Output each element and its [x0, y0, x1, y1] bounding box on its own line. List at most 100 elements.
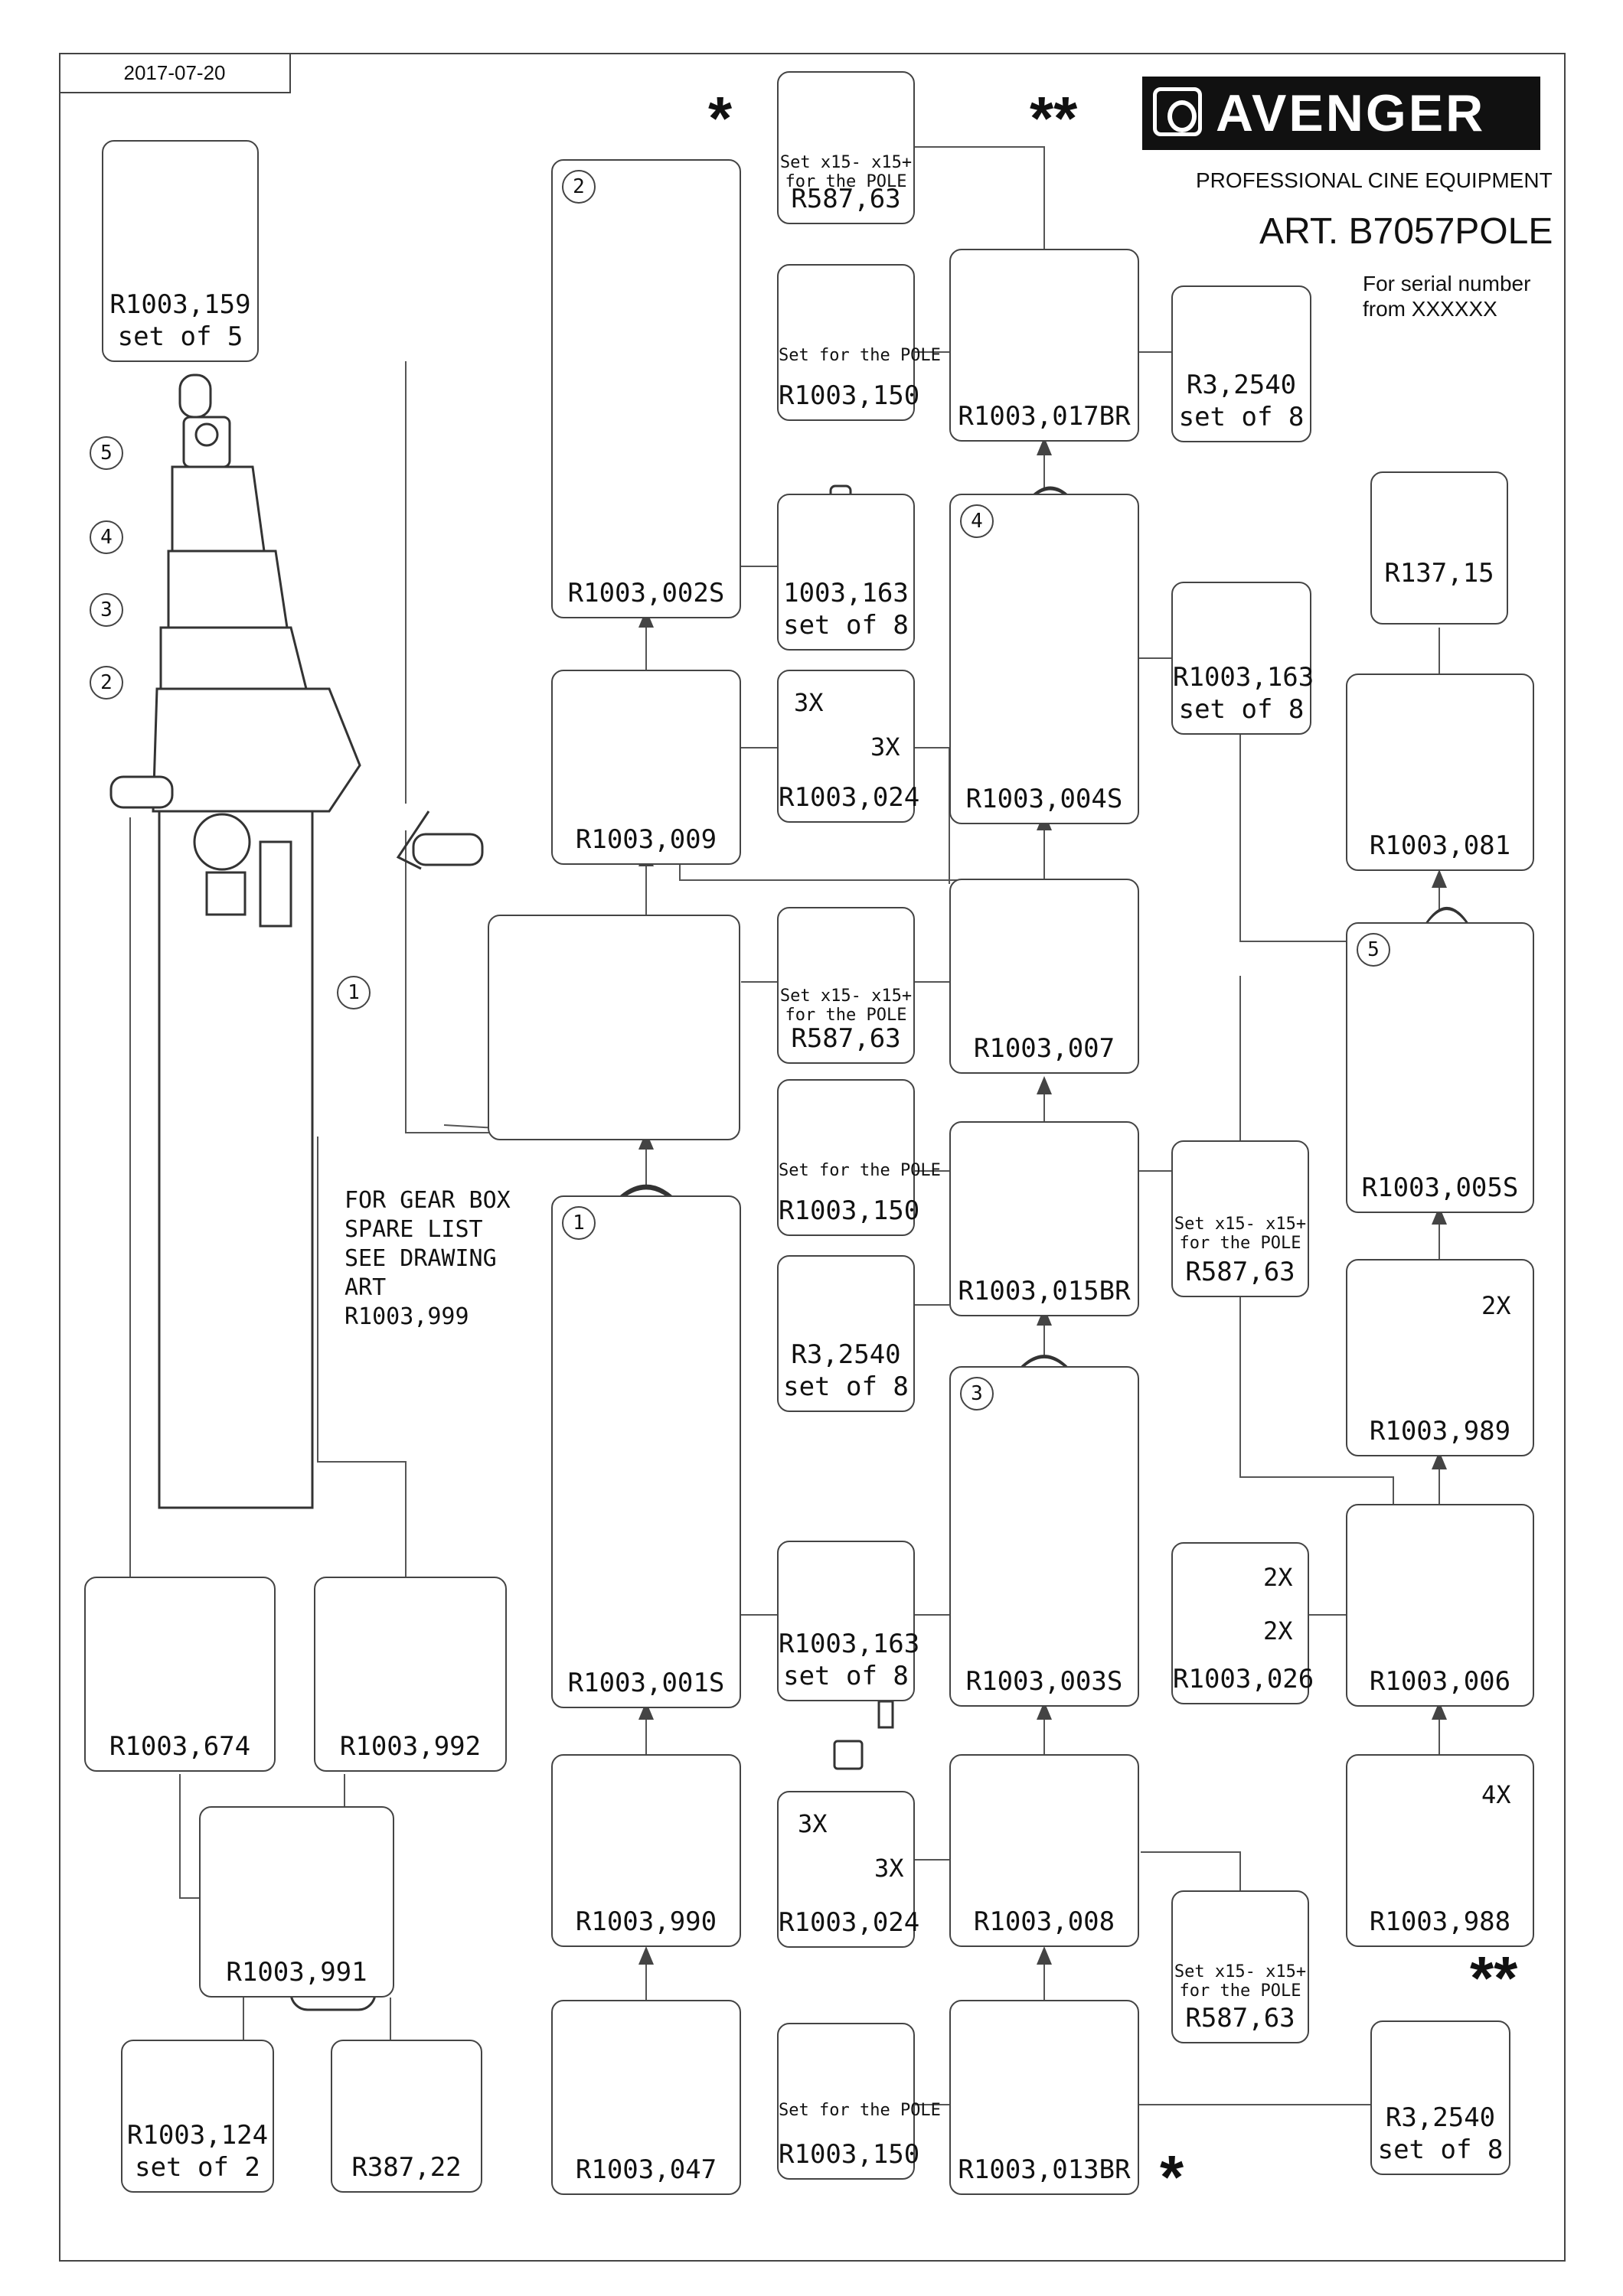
- part-code: R1003,992: [339, 1731, 482, 1762]
- brand-subtitle: PROFESSIONAL CINE EQUIPMENT: [1196, 168, 1553, 192]
- part-r1003-992[interactable]: R1003,992: [314, 1577, 507, 1772]
- part-code: R1003,163: [779, 1629, 920, 1659]
- part-for-note: for the POLE: [785, 1006, 907, 1025]
- part-r3-2540-mid[interactable]: R3,2540 set of 8: [777, 1255, 915, 1412]
- star-marker-bottom: *: [1160, 2143, 1184, 2211]
- avenger-logo-icon: [1153, 87, 1202, 136]
- part-code: R1003,008: [973, 1906, 1115, 1937]
- part-code: R3,2540: [791, 1339, 901, 1370]
- gearbox-note-line4: ART R1003,999: [345, 1274, 469, 1330]
- part-quantity: set of 2: [135, 2152, 260, 2183]
- part-r1003-150-low[interactable]: Set for the POLE R1003,150: [777, 2023, 941, 2180]
- part-r1003-003s[interactable]: 3 R1003,003S: [949, 1366, 1139, 1707]
- part-r387-22[interactable]: R387,22: [331, 2040, 482, 2193]
- part-code: R1003,007: [973, 1033, 1115, 1064]
- part-r1003-991[interactable]: R1003,991: [199, 1806, 394, 1998]
- part-r1003-674[interactable]: R1003,674: [84, 1577, 276, 1772]
- multiplier-a: 3X: [798, 1809, 828, 1838]
- part-code: R1003,015BR: [958, 1276, 1131, 1306]
- part-code: R587,63: [791, 1023, 901, 1054]
- part-quantity: set of 5: [117, 321, 243, 352]
- part-r1003-004s[interactable]: 4 R1003,004S: [949, 494, 1139, 824]
- multiplier-a: 2X: [1263, 1563, 1293, 1592]
- part-code: R1003,163: [1173, 662, 1314, 693]
- part-r1003-026[interactable]: 2X 2X R1003,026: [1171, 1542, 1314, 1704]
- part-code: R587,63: [1185, 1257, 1295, 1287]
- part-r3-2540-top[interactable]: R3,2540 set of 8: [1171, 285, 1311, 442]
- part-quantity: set of 8: [1377, 2135, 1504, 2165]
- part-code: R1003,124: [126, 2120, 269, 2151]
- section-number: 4: [960, 504, 994, 538]
- part-quantity: set of 8: [783, 610, 909, 641]
- part-code: R3,2540: [1186, 370, 1297, 400]
- part-gearbox[interactable]: [488, 915, 740, 1140]
- multiplier-a: 4X: [1481, 1780, 1511, 1809]
- part-code: R387,22: [351, 2152, 462, 2183]
- part-code: R3,2540: [1385, 2102, 1496, 2133]
- article-number: ART. B7057POLE: [1259, 211, 1553, 252]
- part-code: R1003,150: [779, 2139, 920, 2170]
- part-r587-63-mid[interactable]: Set x15- x15+ for the POLE R587,63: [777, 907, 915, 1064]
- section-number: 1: [562, 1206, 596, 1240]
- part-code: R1003,150: [779, 1195, 920, 1226]
- part-set-note: Set x15- x15+: [1174, 1962, 1307, 1981]
- part-r1003-990[interactable]: R1003,990: [551, 1754, 741, 1947]
- part-r1003-015br[interactable]: R1003,015BR: [949, 1121, 1139, 1316]
- part-set-note: Set x15- x15+: [779, 153, 913, 172]
- part-code: R1003,047: [575, 2154, 717, 2185]
- part-r587-63-low[interactable]: Set x15- x15+ for the POLE R587,63: [1171, 1890, 1309, 2043]
- brand-name: AVENGER: [1216, 84, 1486, 142]
- multiplier-b: 3X: [874, 1854, 904, 1883]
- part-r3-2540-low[interactable]: R3,2540 set of 8: [1370, 2020, 1510, 2175]
- part-r1003-008[interactable]: R1003,008: [949, 1754, 1139, 1947]
- section-number: 2: [562, 170, 596, 204]
- part-r1003-047[interactable]: R1003,047: [551, 2000, 741, 2195]
- part-code: R1003,159: [109, 289, 251, 320]
- part-r1003-017br[interactable]: R1003,017BR: [949, 249, 1139, 442]
- part-r1003-163-mid[interactable]: R1003,163 set of 8: [1171, 582, 1314, 735]
- part-r1003-150-top[interactable]: Set for the POLE R1003,150: [777, 264, 941, 421]
- section-number: 5: [1357, 933, 1390, 967]
- part-code: R1003,024: [779, 782, 920, 813]
- part-r1003-007[interactable]: R1003,007: [949, 879, 1139, 1074]
- double-star-marker-top: **: [1030, 84, 1078, 152]
- part-r1003-001s[interactable]: 1 R1003,001S: [551, 1195, 741, 1708]
- part-r1003-159[interactable]: R1003,159 set of 5: [102, 140, 259, 362]
- part-quantity: set of 8: [1178, 694, 1305, 725]
- part-1003-163[interactable]: 1003,163 set of 8: [777, 494, 915, 651]
- part-r1003-024-low[interactable]: 3X 3X R1003,024: [777, 1791, 920, 1948]
- part-code: R1003,989: [1369, 1416, 1511, 1446]
- part-set-note: Set x15- x15+: [779, 987, 913, 1006]
- part-r1003-150-mid[interactable]: Set for the POLE R1003,150: [777, 1079, 941, 1236]
- callout-1: 1: [337, 976, 371, 1009]
- part-code: R1003,674: [109, 1731, 251, 1762]
- part-r1003-002s[interactable]: 2 R1003,002S: [551, 159, 741, 618]
- part-r1003-988[interactable]: 4X R1003,988: [1346, 1754, 1534, 1947]
- part-r587-63-top[interactable]: Set x15- x15+ for the POLE R587,63: [777, 71, 915, 224]
- part-r1003-081[interactable]: R1003,081: [1346, 673, 1534, 871]
- part-r587-63-right[interactable]: Set x15- x15+ for the POLE R587,63: [1171, 1140, 1309, 1297]
- part-for-note: for the POLE: [1179, 1234, 1301, 1253]
- part-r1003-163-low[interactable]: R1003,163 set of 8: [777, 1541, 920, 1701]
- part-code: R1003,024: [779, 1907, 920, 1938]
- star-marker-top: *: [708, 84, 733, 152]
- part-r1003-005s[interactable]: 5 R1003,005S: [1346, 922, 1534, 1213]
- part-r1003-989[interactable]: 2X R1003,989: [1346, 1259, 1534, 1456]
- part-set-note: Set for the POLE: [779, 1161, 941, 1180]
- part-code: 1003,163: [783, 578, 909, 608]
- drawing-date: 2017-07-20: [60, 54, 291, 93]
- part-r1003-124[interactable]: R1003,124 set of 2: [121, 2040, 274, 2193]
- part-r1003-013br[interactable]: R1003,013BR: [949, 2000, 1139, 2195]
- double-star-marker-bottom: **: [1470, 1944, 1518, 2012]
- part-for-note: for the POLE: [785, 172, 907, 191]
- gearbox-note-line3: SEE DRAWING: [345, 1245, 497, 1272]
- part-r137-15[interactable]: R137,15: [1370, 471, 1508, 625]
- part-set-note: Set for the POLE: [779, 346, 941, 365]
- multiplier-b: 2X: [1263, 1616, 1293, 1645]
- part-code: R587,63: [791, 184, 901, 214]
- part-code: R1003,004S: [965, 784, 1123, 814]
- part-r1003-009[interactable]: R1003,009: [551, 670, 741, 865]
- part-r1003-024-top[interactable]: 3X 3X R1003,024: [777, 670, 920, 823]
- part-code: R1003,009: [575, 824, 717, 855]
- part-r1003-006[interactable]: R1003,006: [1346, 1504, 1534, 1707]
